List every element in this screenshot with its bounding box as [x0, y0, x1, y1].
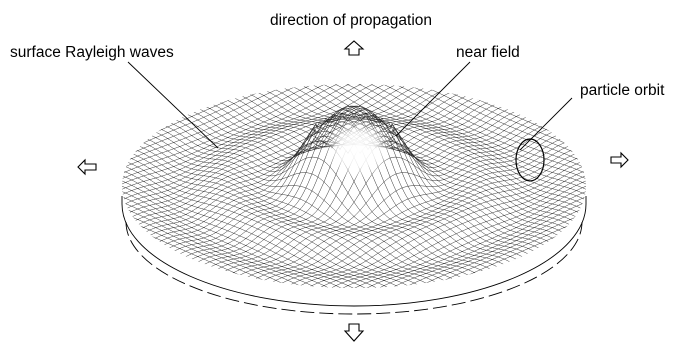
wave-mesh-lines	[122, 84, 586, 288]
label-direction-of-propagation: direction of propagation	[270, 12, 432, 29]
particle-orbit-ellipse	[515, 138, 545, 182]
arrow-up-icon	[343, 40, 365, 56]
arrow-left-icon	[77, 158, 97, 176]
arrow-right-icon	[610, 151, 629, 169]
leader-particle-orbit	[519, 97, 573, 151]
near-field-highlight	[324, 120, 392, 180]
arrow-down-icon	[343, 323, 365, 342]
disc-base	[121, 196, 587, 315]
leader-near-field	[395, 61, 471, 137]
label-particle-orbit: particle orbit	[580, 82, 665, 99]
label-near-field: near field	[456, 44, 520, 61]
leader-surface-waves	[127, 61, 219, 149]
label-surface-rayleigh-waves: surface Rayleigh waves	[10, 44, 174, 61]
wave-mesh-surface	[122, 84, 586, 288]
